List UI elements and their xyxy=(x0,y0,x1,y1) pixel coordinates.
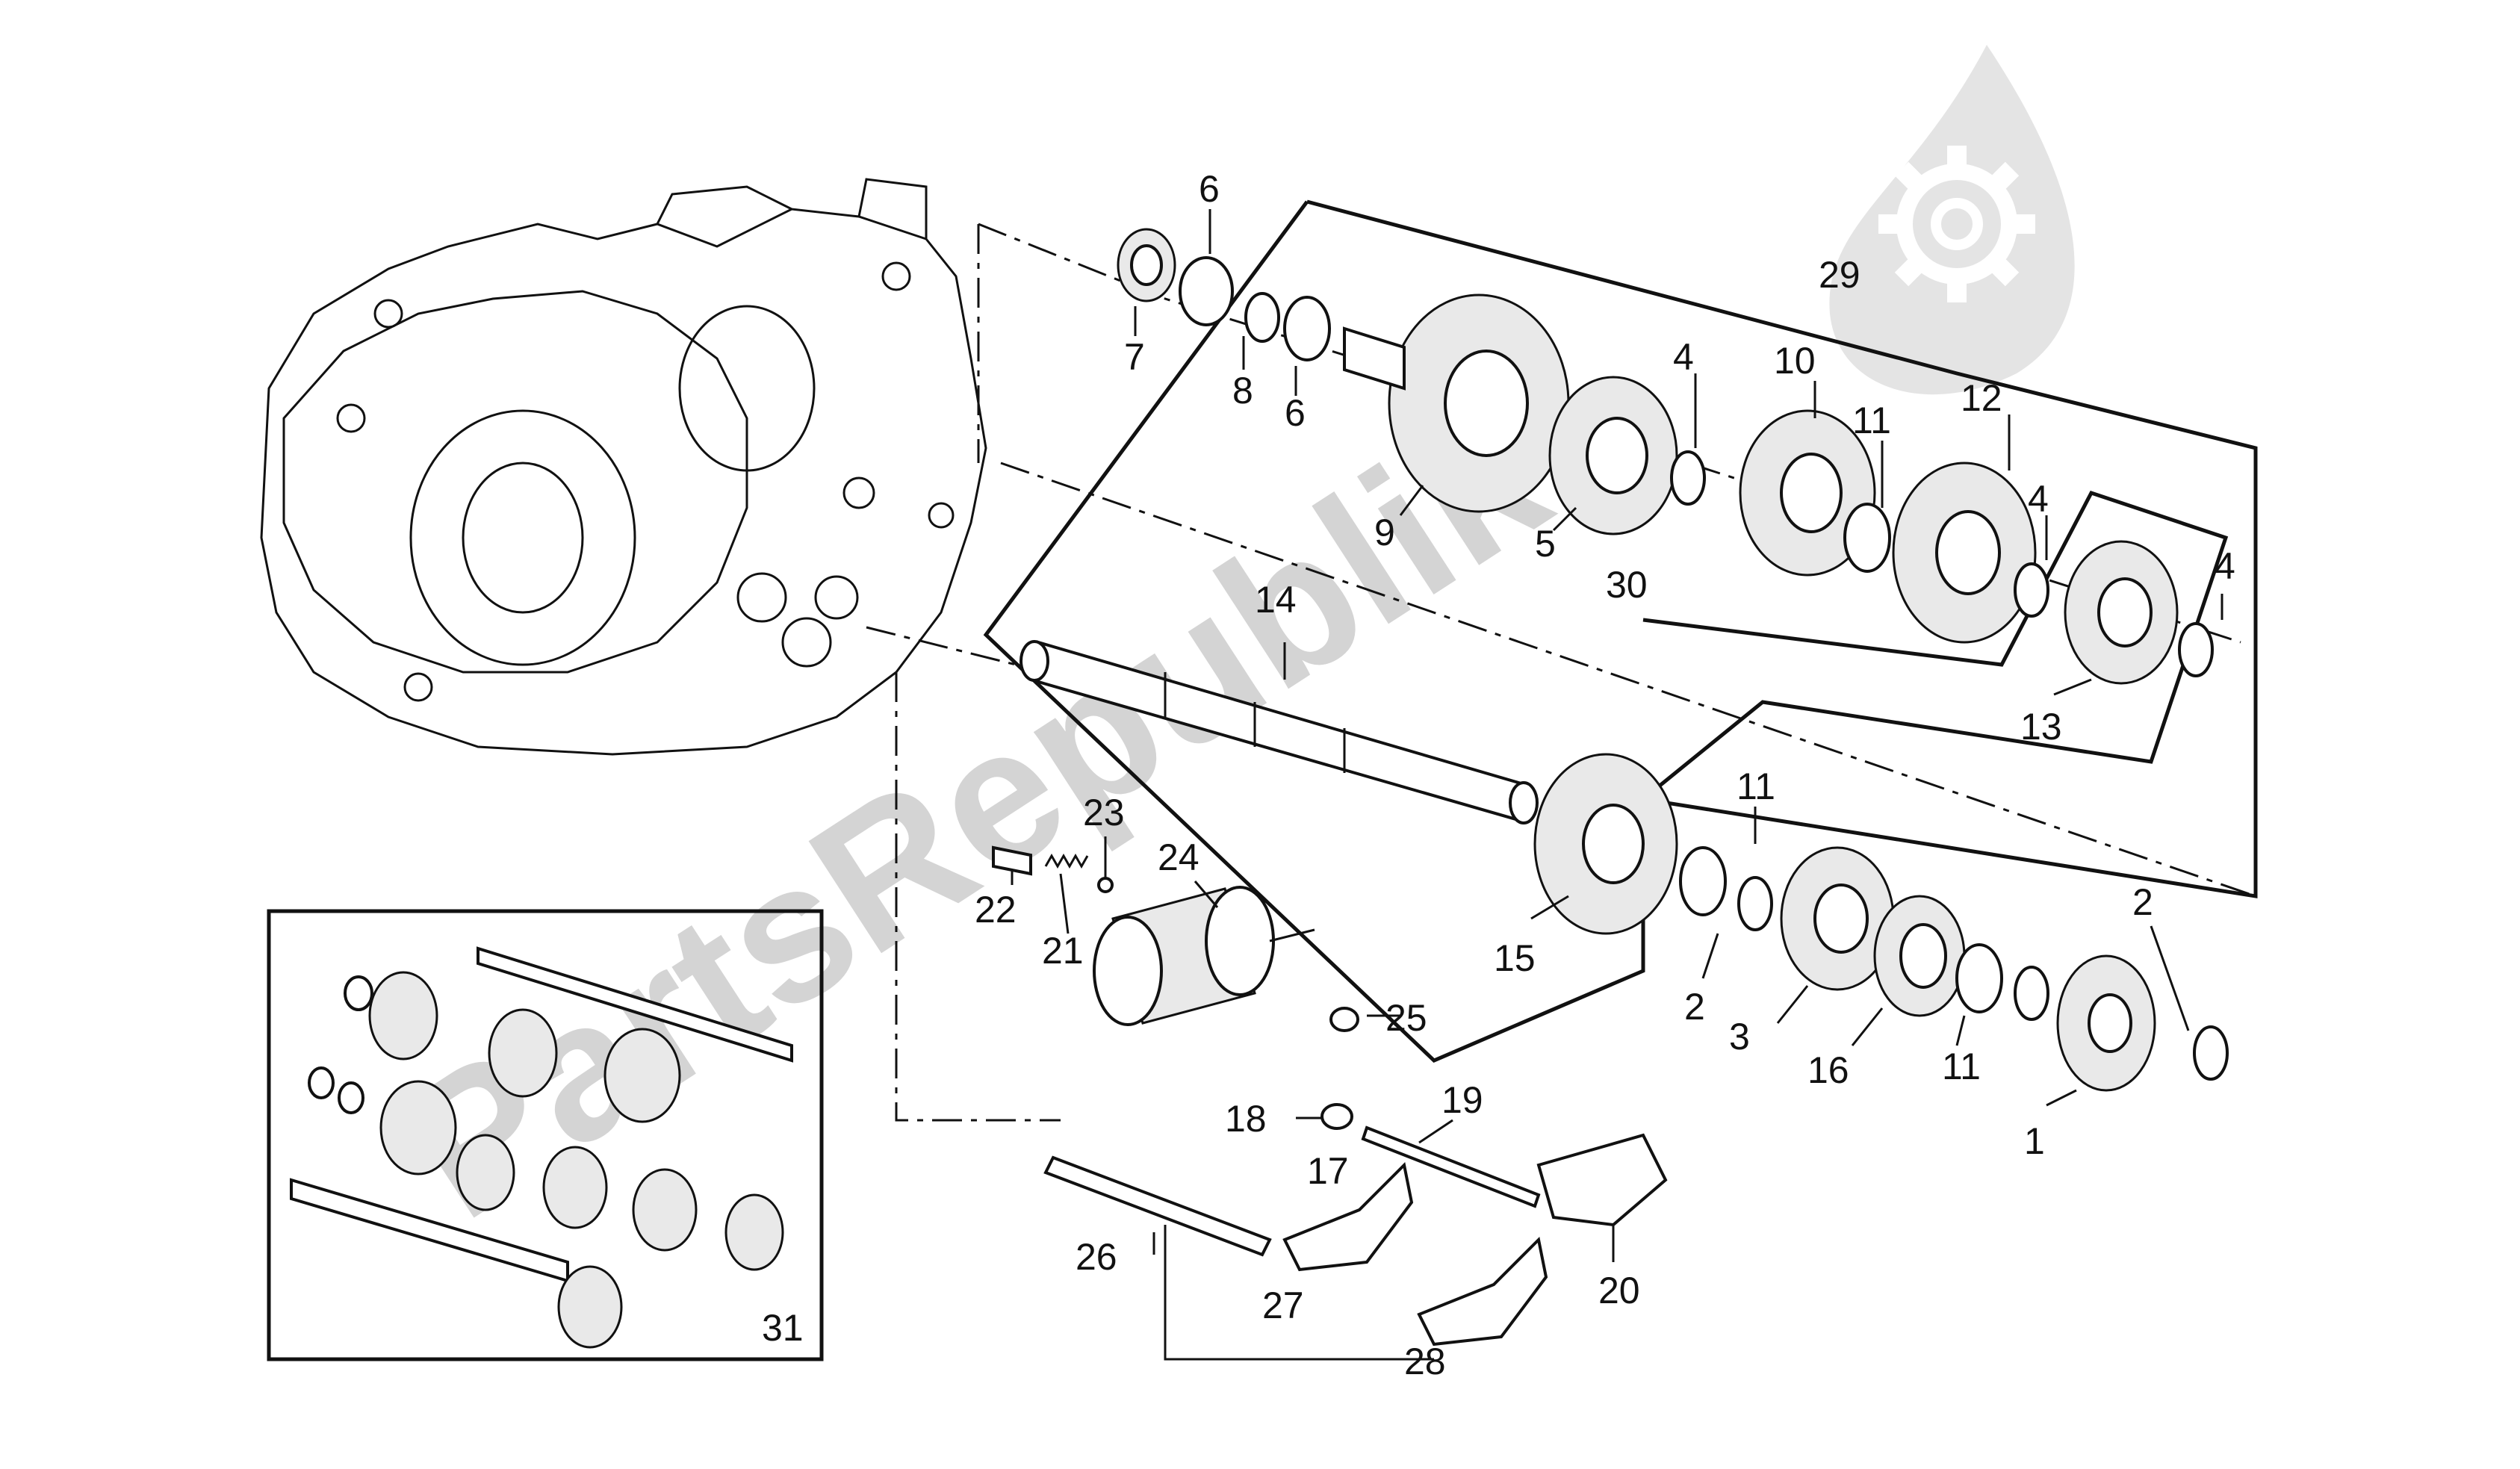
output-shaft xyxy=(1020,640,1539,824)
callout-16: 16 xyxy=(1807,1049,1849,1091)
callout-29: 29 xyxy=(1819,254,1860,296)
watermark-drop-shape xyxy=(1829,45,2075,395)
circlip-8 xyxy=(1244,292,1280,343)
washer-11b xyxy=(1679,846,1727,916)
callout-17: 17 xyxy=(1307,1150,1349,1192)
callout-28: 28 xyxy=(1404,1341,1446,1382)
callout-4b: 4 xyxy=(2028,478,2049,520)
shift-fork-28 xyxy=(1417,1236,1548,1347)
gear-9 xyxy=(1388,294,1570,513)
callout-4c: 4 xyxy=(2215,545,2235,587)
callout-15: 15 xyxy=(1494,937,1536,979)
gear-13 xyxy=(2064,540,2179,685)
callout-6a: 6 xyxy=(1199,168,1220,210)
pin-22 xyxy=(992,845,1032,876)
gear-icon xyxy=(1878,146,2035,302)
fork-shaft-26 xyxy=(1043,1155,1272,1257)
callout-21: 21 xyxy=(1042,930,1084,972)
gear-10 xyxy=(1739,409,1876,577)
bushing xyxy=(1343,326,1406,391)
bracket-27-28 xyxy=(1164,1225,1434,1361)
callout-11c: 11 xyxy=(1942,1046,1981,1087)
callout-27: 27 xyxy=(1262,1285,1304,1326)
shift-lever-20 xyxy=(1536,1133,1668,1227)
washer-11a xyxy=(1843,503,1891,573)
needle-bearing-7 xyxy=(1117,228,1176,302)
callout-5: 5 xyxy=(1535,523,1556,565)
selector-drum-24 xyxy=(1093,886,1315,1026)
washer-25 xyxy=(1329,1007,1359,1032)
gear-15 xyxy=(1533,753,1678,935)
crankcase-half xyxy=(260,178,987,756)
shift-shaft-19 xyxy=(1361,1125,1541,1208)
gear-12 xyxy=(1892,462,2037,644)
callout-20: 20 xyxy=(1598,1270,1640,1311)
callout-18: 18 xyxy=(1225,1098,1267,1140)
callout-labels: 1 2 2 3 4 4 4 5 6 6 7 8 9 10 11 11 11 12… xyxy=(762,168,2235,1382)
callout-25: 25 xyxy=(1385,997,1427,1039)
spring-21 xyxy=(1044,853,1089,869)
callout-1: 1 xyxy=(2024,1120,2045,1162)
washer-6b xyxy=(1283,296,1331,361)
callout-22: 22 xyxy=(975,889,1017,931)
sprocket-1 xyxy=(2056,954,2156,1092)
callout-10: 10 xyxy=(1774,340,1816,382)
callout-11b: 11 xyxy=(1737,765,1775,807)
callout-2b: 2 xyxy=(2132,881,2153,923)
callout-23: 23 xyxy=(1083,792,1125,833)
inset-box-31 xyxy=(267,909,824,1361)
callout-12: 12 xyxy=(1961,377,2002,419)
callout-30: 30 xyxy=(1606,564,1648,606)
callout-3: 3 xyxy=(1729,1016,1750,1058)
callout-9: 9 xyxy=(1374,512,1395,553)
callout-11a: 11 xyxy=(1852,400,1891,441)
callout-26: 26 xyxy=(1076,1236,1117,1278)
washer-17 xyxy=(1320,1103,1353,1130)
circlip-2a xyxy=(1737,876,1773,931)
circlip-2c xyxy=(2193,1025,2229,1081)
circlip-4a xyxy=(1670,450,1706,506)
leader-lines xyxy=(1011,209,2223,1262)
callout-8: 8 xyxy=(1232,370,1253,411)
bearing-3 xyxy=(1780,846,1895,991)
circlip-4b xyxy=(2014,562,2049,618)
callout-2a: 2 xyxy=(1684,986,1705,1028)
ball-23 xyxy=(1097,877,1114,893)
callout-31: 31 xyxy=(762,1307,804,1349)
shift-fork-27 xyxy=(1282,1161,1414,1272)
callout-13: 13 xyxy=(2020,706,2062,748)
gear-5 xyxy=(1548,376,1678,535)
callout-7: 7 xyxy=(1124,336,1145,378)
washer-11c xyxy=(1955,943,2003,1013)
callout-19: 19 xyxy=(1441,1079,1483,1121)
callout-14: 14 xyxy=(1255,579,1297,621)
callout-6b: 6 xyxy=(1285,392,1306,434)
washer-6a xyxy=(1179,256,1234,326)
circlip-4c xyxy=(2178,622,2214,677)
seal-16 xyxy=(1873,895,1966,1017)
callout-24: 24 xyxy=(1158,836,1200,878)
circlip-2b xyxy=(2014,966,2049,1021)
callout-4a: 4 xyxy=(1673,336,1694,378)
